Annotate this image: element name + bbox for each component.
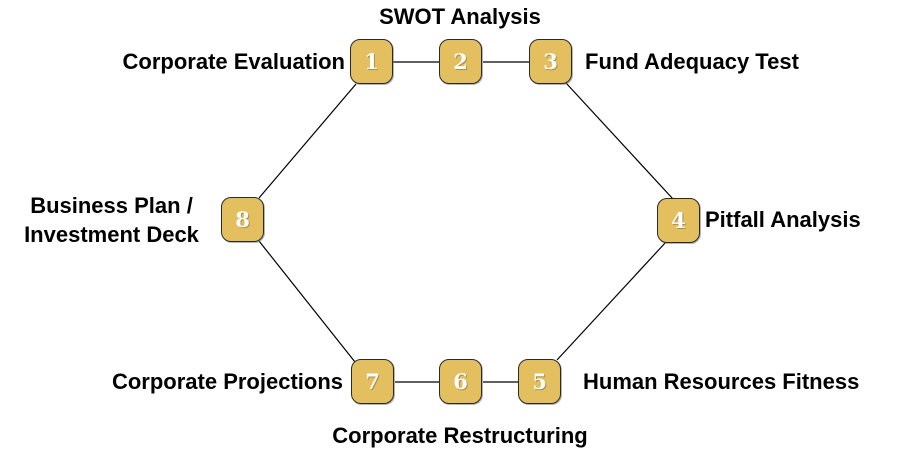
node-4-pitfall-analysis: 4 (657, 198, 700, 243)
node-8-number: 8 (235, 207, 250, 232)
node-6-corporate-restructuring: 6 (439, 359, 482, 404)
label-corporate-restructuring: Corporate Restructuring (332, 423, 588, 448)
node-1-corporate-evaluation: 1 (350, 39, 393, 84)
node-4-number: 4 (671, 208, 686, 233)
connector-line-8-1 (258, 83, 357, 199)
node-3-number: 3 (543, 49, 558, 74)
label-pitfall-analysis: Pitfall Analysis (705, 207, 861, 232)
node-8-business-plan: 8 (221, 197, 264, 242)
connector-line-4-5 (556, 241, 667, 361)
connector-line-3-4 (565, 82, 674, 200)
connector-line-7-8 (258, 240, 356, 363)
node-6-number: 6 (453, 369, 468, 394)
label-business-plan-line-2: Investment Deck (24, 222, 199, 247)
label-swot-analysis: SWOT Analysis (379, 4, 541, 29)
label-business-plan-investment-deck: Business Plan / Investment Deck (8, 191, 215, 249)
node-7-corporate-projections: 7 (351, 359, 394, 404)
node-2-swot-analysis: 2 (439, 39, 482, 84)
label-business-plan-line-1: Business Plan / (30, 193, 193, 218)
node-5-number: 5 (532, 369, 547, 394)
node-3-fund-adequacy-test: 3 (529, 39, 572, 84)
label-fund-adequacy-test: Fund Adequacy Test (585, 49, 799, 74)
node-1-number: 1 (364, 49, 379, 74)
node-5-human-resources-fitness: 5 (518, 359, 561, 404)
label-corporate-projections: Corporate Projections (111, 369, 343, 394)
node-7-number: 7 (365, 369, 380, 394)
label-corporate-evaluation: Corporate Evaluation (122, 49, 345, 74)
node-2-number: 2 (453, 49, 468, 74)
label-human-resources-fitness: Human Resources Fitness (583, 369, 860, 394)
